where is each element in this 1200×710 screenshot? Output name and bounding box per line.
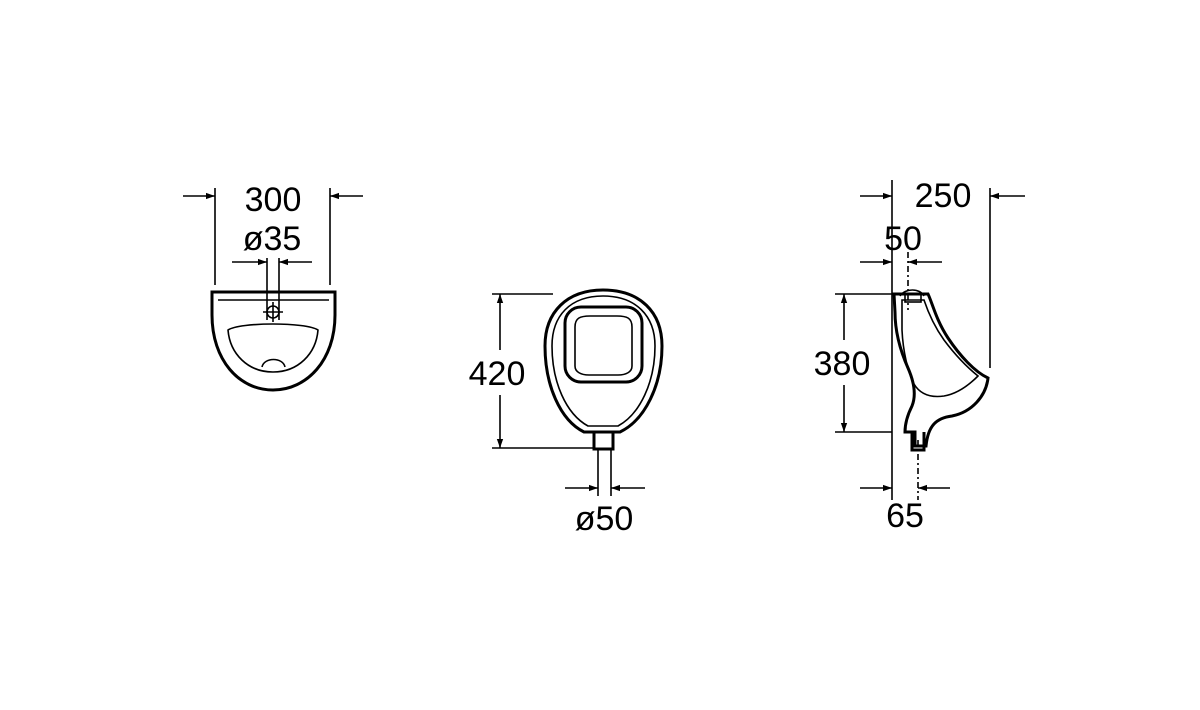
depth-dimension-label: 250 — [915, 177, 972, 215]
outlet-diameter-label: ø50 — [575, 500, 634, 538]
top-view-inner-basin — [227, 323, 319, 373]
front-view-bowl-inner — [574, 315, 633, 376]
front-view-body-outline — [543, 288, 664, 434]
front-view-outlet — [592, 430, 615, 451]
inlet-offset-label: 50 — [884, 220, 922, 258]
front-view: 420 ø50 — [469, 288, 664, 538]
height-dimension-label: 420 — [469, 355, 526, 393]
top-view-drain-hole — [261, 358, 286, 368]
front-view-bowl-opening — [563, 305, 644, 384]
side-view-inlet-spud — [899, 289, 925, 297]
side-height-label: 380 — [814, 345, 871, 383]
top-view-bowl-outline — [210, 290, 337, 392]
front-view-inner-outline — [551, 295, 656, 427]
inlet-diameter-label: ø35 — [243, 220, 302, 258]
side-view: 250 50 380 65 — [814, 177, 1025, 535]
top-view: 300 ø35 — [183, 181, 363, 392]
side-view-inlet — [904, 293, 922, 303]
side-view-inner-bowl — [901, 299, 980, 398]
outlet-offset-label: 65 — [886, 497, 924, 535]
width-dimension-label: 300 — [245, 181, 302, 219]
